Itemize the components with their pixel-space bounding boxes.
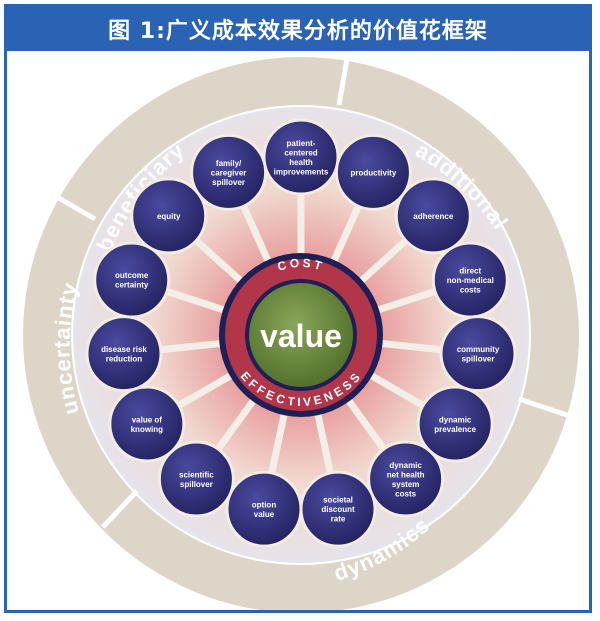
- petal-label: productivity: [351, 168, 397, 177]
- ring-divider: [336, 58, 350, 106]
- petal-circle: [416, 385, 494, 463]
- figure-title: 图 1:广义成本效果分析的价值花框架: [7, 7, 589, 51]
- petal-label: equity: [157, 212, 181, 221]
- petal-circle: [108, 385, 186, 463]
- petal: adherence: [394, 177, 472, 255]
- petal-circle: [157, 440, 235, 518]
- figure-frame: 图 1:广义成本效果分析的价值花框架: [4, 4, 592, 613]
- ring-divider: [518, 396, 568, 418]
- petal-circle: [225, 470, 303, 548]
- petal-circle: [439, 315, 517, 393]
- petal-circle: [334, 133, 412, 211]
- petal-circle: [93, 241, 171, 319]
- petal: productivity: [334, 133, 412, 211]
- petal: equity: [130, 177, 208, 255]
- ring-divider: [101, 489, 139, 529]
- petal-label: adherence: [413, 212, 454, 221]
- petal-circle: [262, 118, 340, 196]
- center-cost-label: COST: [276, 256, 326, 274]
- center-value-disc: [245, 279, 357, 391]
- petal-circle: [394, 177, 472, 255]
- center-value-label: value: [260, 318, 342, 354]
- value-flower-diagram: beneficiary additional dynamics uncertai…: [23, 57, 579, 610]
- ring-divider: [41, 186, 97, 222]
- petal-circle: [367, 440, 445, 518]
- petal-circle: [190, 133, 268, 211]
- petal-circle: [130, 177, 208, 255]
